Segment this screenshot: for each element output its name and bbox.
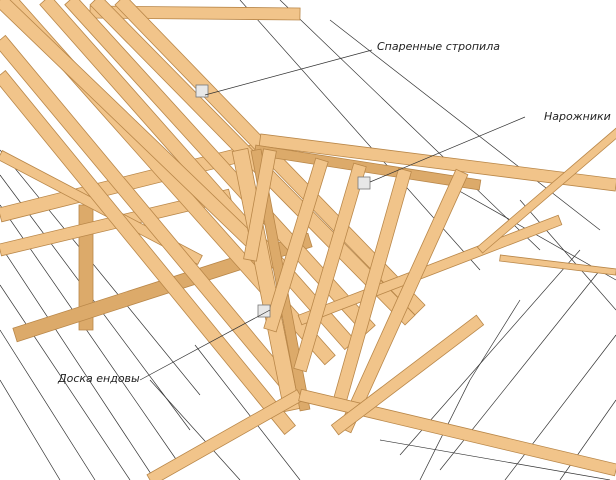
rafter-1 bbox=[0, 70, 296, 435]
jack-rafter-4 bbox=[338, 168, 469, 434]
label-jack-rafters: Нарожники bbox=[544, 110, 611, 123]
eave-board-right bbox=[258, 133, 616, 192]
jack-rafter-0 bbox=[243, 148, 277, 262]
valley-board bbox=[146, 389, 304, 480]
lower-plate bbox=[298, 388, 616, 477]
brackets bbox=[195, 84, 371, 318]
metal-bracket-icon bbox=[195, 84, 209, 98]
rafter-right-top bbox=[476, 127, 616, 254]
jack-rafter-2 bbox=[293, 162, 367, 373]
lower-strut bbox=[330, 314, 485, 436]
fascia-right bbox=[499, 254, 616, 276]
leader-lines bbox=[139, 49, 526, 381]
label-valley-board: Доска ендовы bbox=[57, 372, 140, 385]
label-paired-rafters: Спаренные стропила bbox=[377, 40, 500, 53]
metal-bracket-icon bbox=[257, 304, 271, 318]
metal-bracket-icon bbox=[357, 176, 371, 190]
jack-rafter-1 bbox=[263, 157, 329, 333]
